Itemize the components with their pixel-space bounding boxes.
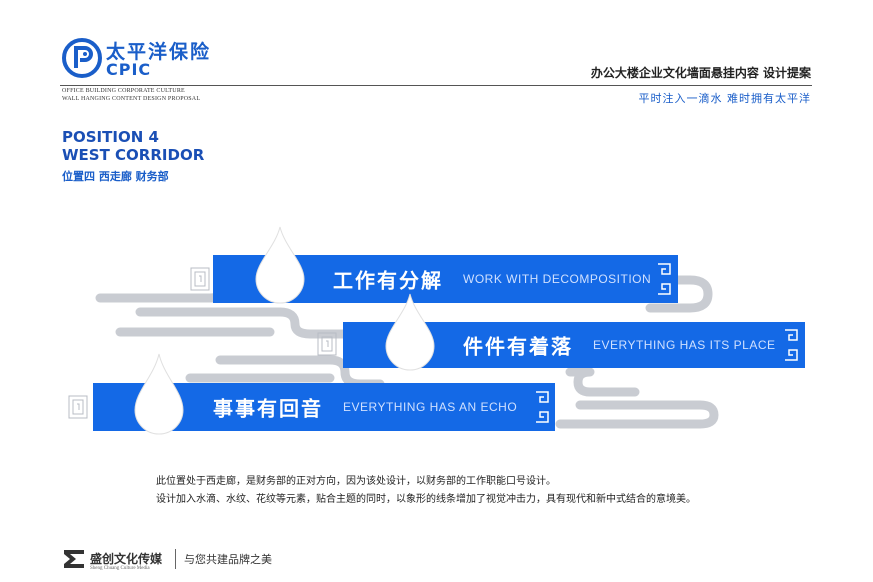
pattern-ornament-icon	[317, 332, 337, 356]
banner-3-en: EVERYTHING HAS AN ECHO	[343, 400, 518, 414]
description-line-1: 此位置处于西走廊，是财务部的正对方向，因为该处设计，以财务部的工作职能口号设计。	[156, 476, 556, 487]
slogan: 平时注入一滴水 难时拥有太平洋	[638, 92, 811, 105]
footer-divider	[175, 549, 176, 569]
fret-corner-icon	[536, 391, 549, 423]
banner-1-cn: 工作有分解	[333, 268, 443, 293]
subtitle-en-line2: WALL HANGING CONTENT DESIGN PROPOSAL	[62, 96, 201, 102]
header-divider	[60, 85, 812, 86]
fret-corner-icon	[658, 263, 671, 295]
water-drop-icon	[385, 293, 435, 371]
brand-name-cn: 太平洋保险	[106, 41, 212, 63]
position-location: WEST CORRIDOR	[62, 146, 205, 164]
banner-2-en: EVERYTHING HAS ITS PLACE	[593, 338, 776, 352]
company-name-cn: 盛创文化传媒	[90, 552, 163, 566]
position-cn: 位置四 西走廊 财务部	[62, 170, 169, 183]
position-title: POSITION 4 WEST CORRIDOR	[62, 128, 204, 164]
company-name-en: Sheng Chuang Culture Media	[90, 566, 150, 571]
fret-corner-icon	[785, 329, 798, 361]
water-drop-icon	[134, 353, 184, 435]
brand-name-en: CPIC	[106, 60, 152, 79]
position-number: POSITION 4	[62, 128, 159, 146]
description-line-2: 设计加入水滴、水纹、花纹等元素，贴合主题的同时，以象形的线条增加了视觉冲击力，具…	[156, 494, 696, 505]
cpic-logo-icon	[62, 38, 102, 78]
subtitle-en-line1: OFFICE BUILDING CORPORATE CULTURE	[62, 88, 185, 94]
company-logo-icon	[64, 550, 84, 568]
water-drop-icon	[255, 226, 305, 304]
footer-tagline: 与您共建品牌之美	[184, 553, 272, 566]
banner-2-cn: 件件有着落	[463, 334, 573, 359]
banner-1-en: WORK WITH DECOMPOSITION	[463, 272, 652, 286]
proposal-title: 办公大楼企业文化墙面悬挂内容 设计提案	[590, 66, 811, 80]
pattern-ornament-icon	[68, 395, 88, 419]
banner-3-cn: 事事有回音	[213, 396, 323, 421]
pattern-ornament-icon	[190, 267, 210, 291]
